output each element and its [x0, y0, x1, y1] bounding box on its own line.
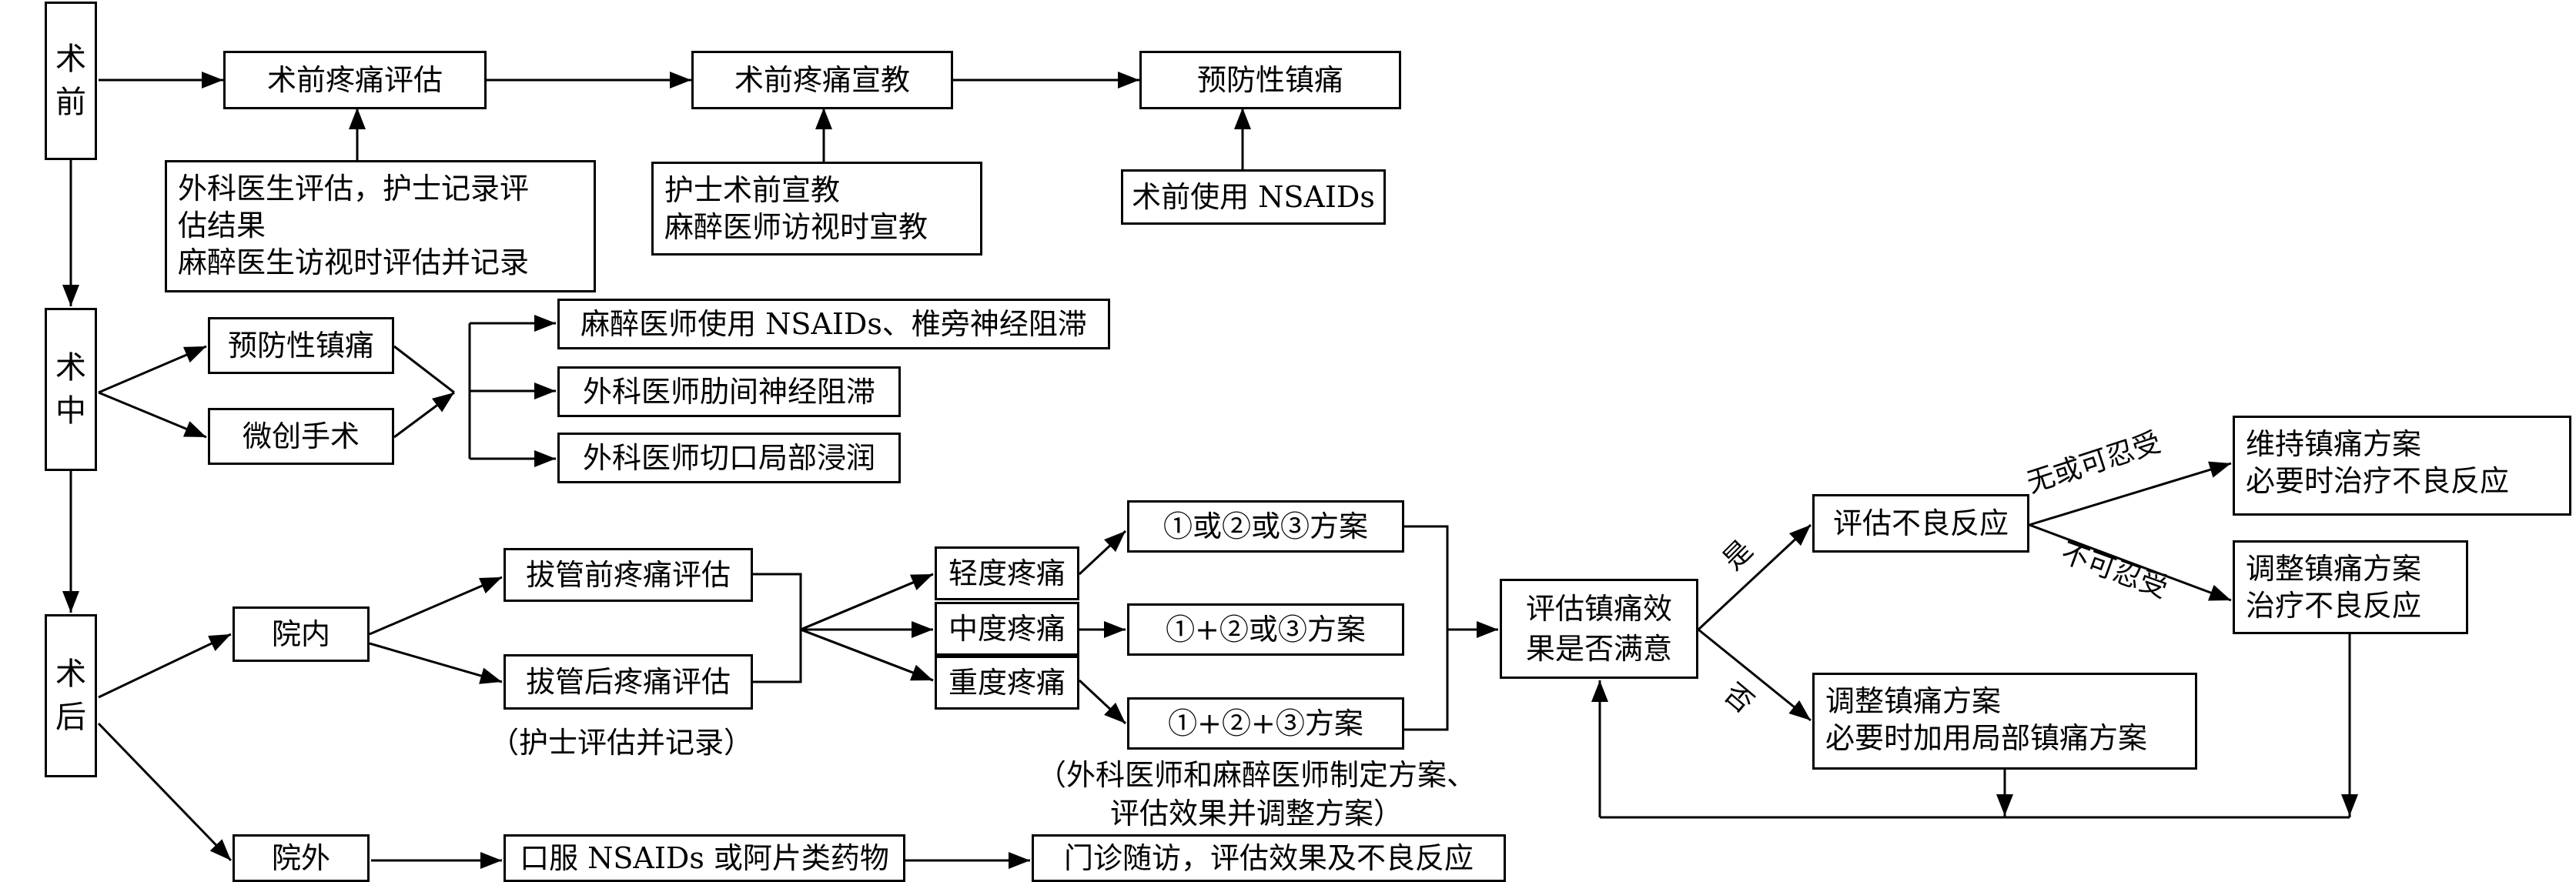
arrow-mild-to-plan [1078, 530, 1127, 576]
phase-post: 术 后 [45, 614, 97, 777]
node-plan-severe: ①+②+③方案 [1127, 697, 1404, 750]
node-intra-option2: 外科医师肋间神经阻滞 [557, 366, 901, 417]
arrow-post-to-inpatient [98, 633, 232, 699]
educate-detail-line-2: 麻醉医师访视时宣教 [664, 210, 928, 244]
arrow-intra-to-minimal [98, 391, 207, 439]
phase-intra-char-2: 中 [55, 393, 86, 429]
node-severe: 重度疼痛 [935, 656, 1079, 710]
node-mild: 轻度疼痛 [935, 546, 1079, 600]
arrow-post-to-outpatient [97, 722, 233, 862]
arrow-to-severe [800, 628, 934, 682]
plan-note: （外科医师和麻醉医师制定方案、 评估效果并调整方案） [1002, 756, 1510, 833]
adjust-local-line-2: 必要时加用局部镇痛方案 [1825, 721, 2148, 755]
node-adverse-eval: 评估不良反应 [1812, 494, 2029, 553]
node-pre-educate-detail: 护士术前宣教 麻醉医师访视时宣教 [651, 162, 982, 256]
assess-detail-line-2: 估结果 [178, 209, 266, 242]
node-pre-preventive: 预防性镇痛 [1139, 51, 1401, 109]
node-pre-nsaids: 术前使用 NSAIDs [1121, 169, 1386, 225]
node-maintain: 维持镇痛方案 必要时治疗不良反应 [2233, 416, 2571, 516]
assess-detail-line-1: 外科医生评估，护士记录评 [178, 172, 530, 205]
node-plan-mild: ①或②或③方案 [1127, 500, 1404, 553]
node-adjust-local: 调整镇痛方案 必要时加用局部镇痛方案 [1812, 673, 2197, 770]
node-before-extubation: 拔管前疼痛评估 [503, 548, 753, 602]
node-pre-assess-detail: 外科医生评估，护士记录评 估结果 麻醉医生访视时评估并记录 [165, 160, 596, 292]
node-pre-educate: 术前疼痛宣教 [691, 51, 953, 109]
nurse-note: （护士评估并记录） [490, 726, 754, 760]
bracket-plans [1404, 525, 1449, 731]
plan-note-line-1: （外科医师和麻醉医师制定方案、 [1036, 758, 1476, 792]
phase-pre-char-2: 前 [55, 85, 86, 120]
assess-detail-line-3: 麻醉医生访视时评估并记录 [178, 246, 530, 279]
arrow-intra-to-preventive [98, 345, 207, 394]
phase-intra: 术 中 [45, 308, 97, 471]
phase-pre: 术 前 [45, 2, 97, 160]
node-post-inpatient: 院内 [233, 606, 370, 662]
adjust-local-line-1: 调整镇痛方案 [1825, 684, 2002, 718]
node-oral: 口服 NSAIDs 或阿片类药物 [503, 834, 905, 882]
maintain-line-1: 维持镇痛方案 [2246, 427, 2422, 461]
arrow-eval-no [1698, 628, 1812, 722]
line-preventive-to-merge [393, 345, 455, 394]
node-intra-option3: 外科医师切口局部浸润 [557, 433, 901, 483]
node-evaluate: 评估镇痛效 果是否满意 [1500, 579, 1698, 679]
maintain-line-2: 必要时治疗不良反应 [2246, 464, 2510, 498]
phase-intra-char-1: 术 [55, 350, 86, 386]
arrow-inpatient-to-before [369, 576, 503, 636]
bracket-extubation [753, 573, 934, 683]
arrow-to-adjust-treat [2029, 523, 2232, 602]
node-adjust-treat: 调整镇痛方案 治疗不良反应 [2233, 540, 2468, 634]
evaluate-line-2: 果是否满意 [1525, 632, 1672, 666]
plan-note-line-2: 评估效果并调整方案） [1109, 797, 1403, 830]
node-post-outpatient: 院外 [233, 834, 370, 882]
node-intra-minimal: 微创手术 [208, 408, 394, 465]
educate-detail-line-1: 护士术前宣教 [664, 173, 841, 207]
adjust-treat-line-2: 治疗不良反应 [2246, 589, 2422, 623]
phase-post-char-1: 术 [55, 656, 86, 692]
phase-pre-char-1: 术 [55, 42, 86, 77]
node-intra-option1: 麻醉医师使用 NSAIDs、椎旁神经阻滞 [557, 299, 1110, 349]
node-plan-moderate: ①+②或③方案 [1127, 603, 1404, 656]
arrow-eval-yes [1697, 523, 1812, 631]
arrow-to-maintain [2029, 461, 2232, 526]
arrow-severe-to-plan [1078, 679, 1127, 725]
node-moderate: 中度疼痛 [935, 602, 1079, 656]
node-followup: 门诊随访，评估效果及不良反应 [1032, 834, 1506, 882]
node-intra-preventive: 预防性镇痛 [208, 317, 394, 374]
phase-post-char-2: 后 [55, 700, 86, 735]
arrow-inpatient-to-after [369, 642, 503, 684]
node-pre-assess: 术前疼痛评估 [223, 51, 487, 109]
evaluate-line-1: 评估镇痛效 [1525, 592, 1672, 626]
line-minimal-to-merge [393, 391, 455, 439]
adjust-treat-line-1: 调整镇痛方案 [2246, 552, 2422, 586]
node-after-extubation: 拔管后疼痛评估 [503, 654, 753, 710]
arrow-to-mild [800, 573, 934, 631]
